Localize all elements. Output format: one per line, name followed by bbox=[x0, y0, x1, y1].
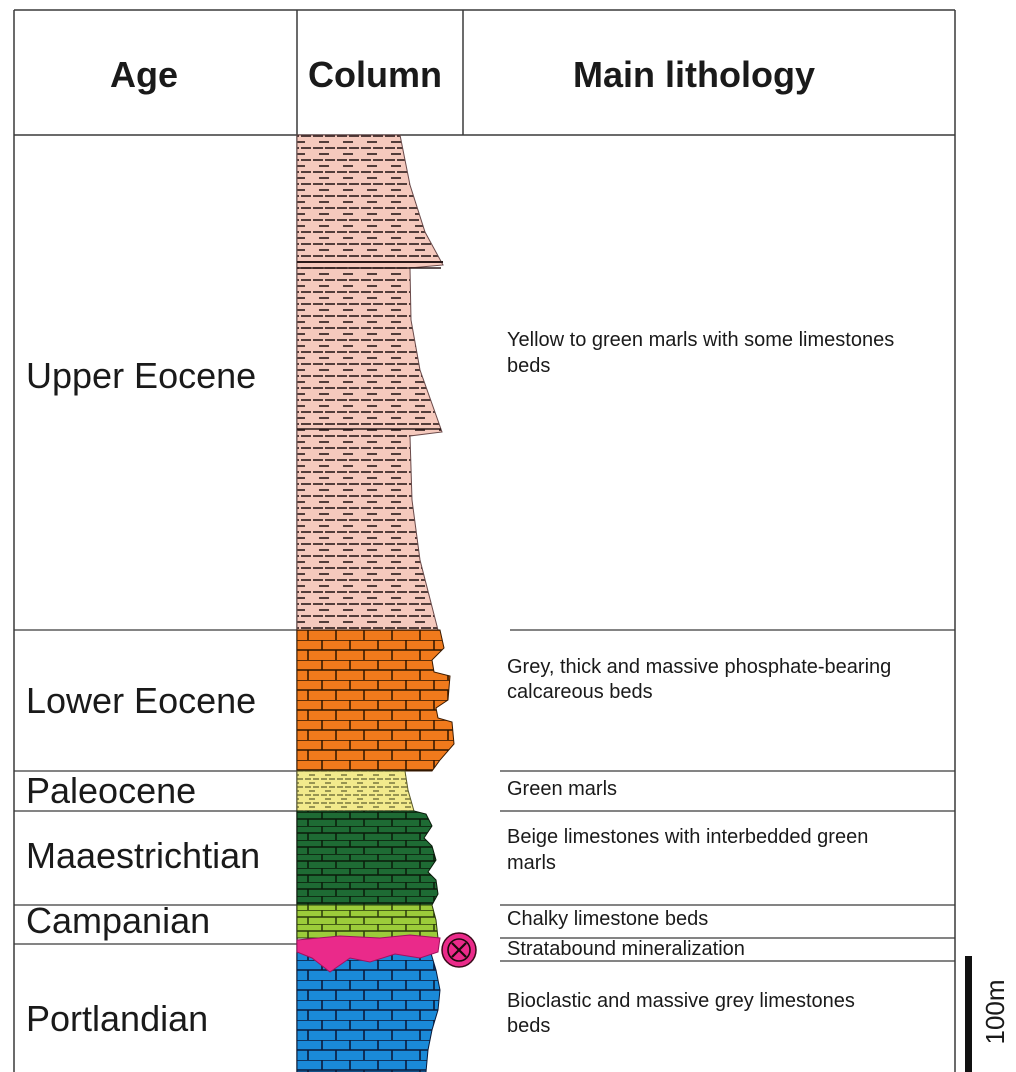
crossed-hammers-icon bbox=[442, 933, 476, 967]
age-label-lower-eocene: Lower Eocene bbox=[26, 680, 256, 721]
stratigraphic-column bbox=[297, 135, 454, 1072]
lithology-portlandian-line-2: beds bbox=[507, 1015, 550, 1037]
column-unit-maastrichtian bbox=[297, 811, 438, 905]
column-unit-lower-eocene bbox=[297, 630, 454, 771]
lithology-mineralization-line-1: Stratabound mineralization bbox=[507, 938, 745, 960]
lithology-maastrichtian-line-2: marls bbox=[507, 852, 556, 874]
age-label-portlandian: Portlandian bbox=[26, 998, 208, 1039]
age-label-maastrichtian: Maaestrichtian bbox=[26, 835, 260, 876]
column-unit-upper-eocene bbox=[297, 135, 443, 630]
column-unit-portlandian bbox=[297, 950, 440, 1072]
scale-bar-label: 100m bbox=[980, 979, 1010, 1044]
lithology-campanian-line-1: Chalky limestone beds bbox=[507, 908, 708, 930]
lithology-upper-eocene-line-2: beds bbox=[507, 355, 550, 377]
column-unit-paleocene bbox=[297, 771, 414, 811]
lithology-lower-eocene-line-2: calcareous beds bbox=[507, 681, 653, 703]
lithology-lower-eocene-line-1: Grey, thick and massive phosphate-bearin… bbox=[507, 656, 891, 678]
age-label-upper-eocene: Upper Eocene bbox=[26, 355, 256, 396]
lithology-maastrichtian-line-1: Beige limestones with interbedded green bbox=[507, 826, 868, 848]
column-unit-campanian bbox=[297, 905, 438, 938]
age-label-campanian: Campanian bbox=[26, 900, 210, 941]
scale-bar: 100m bbox=[965, 956, 1010, 1072]
header-age: Age bbox=[110, 54, 178, 95]
age-label-paleocene: Paleocene bbox=[26, 770, 196, 811]
lithology-upper-eocene-line-1: Yellow to green marls with some limeston… bbox=[507, 329, 894, 351]
header-main-lithology: Main lithology bbox=[573, 54, 815, 95]
lithology-portlandian-line-1: Bioclastic and massive grey limestones bbox=[507, 990, 855, 1012]
header-column: Column bbox=[308, 54, 442, 95]
lithology-paleocene-line-1: Green marls bbox=[507, 778, 617, 800]
